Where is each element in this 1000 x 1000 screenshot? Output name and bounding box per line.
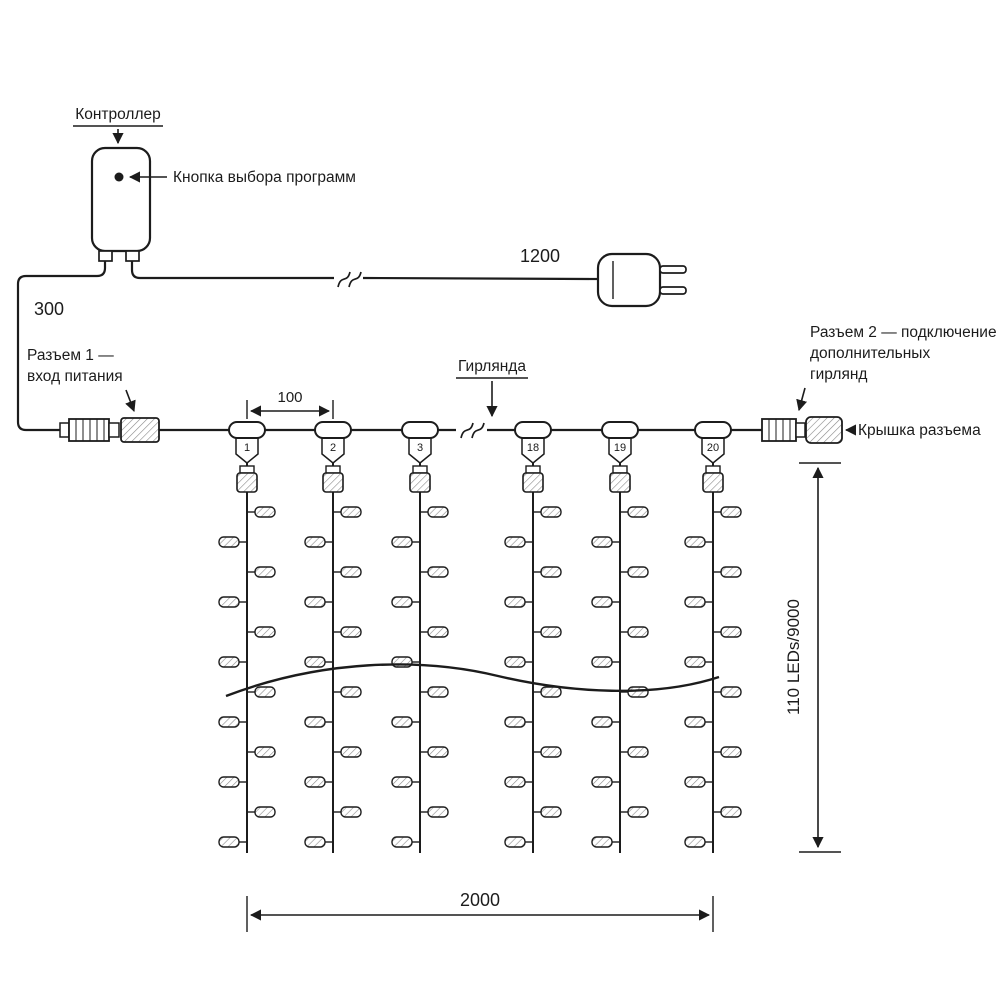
height-dimension: 110 LEDs/9000 [784,462,841,853]
led-string-3 [391,421,449,854]
garland-label-group: Гирлянда [456,358,528,418]
cord-length-label: 1200 [520,246,560,266]
connector-number-20: 20 [707,442,719,454]
connector1-arrow [125,389,136,413]
connector-number-19: 19 [614,442,626,454]
controller-group: Контроллер Кнопка выбора программ [73,106,356,262]
program-button-label: Кнопка выбора программ [173,169,356,186]
height-dim-label: 110 LEDs/9000 [784,599,803,715]
power-cord-group: 1200 [130,246,687,308]
connector1-label-line2: вход питания [27,368,123,385]
spacing-dim-label: 100 [277,389,302,406]
connector2-label-line2: дополнительных [810,345,930,362]
width-dim-label: 2000 [460,890,500,910]
input-cable-wire [16,261,107,432]
led-strings-group: 1 2 3 18 19 20 [218,421,742,854]
connector-number-2: 2 [330,442,336,454]
connector2-icon [761,416,843,444]
connector1-label-line1: Разъем 1 — [27,347,114,364]
power-cord-wire-2 [362,276,590,281]
controller-box [90,146,152,253]
connector2-group: Разъем 2 — подключение дополнительных ги… [761,324,997,444]
width-dimension: 2000 [246,890,714,932]
connector-cap-icon [805,416,843,444]
led-string-18 [504,421,562,854]
garland-label: Гирлянда [458,358,526,375]
connector-number-3: 3 [417,442,423,454]
led-string-2 [304,421,362,854]
cap-label: Крышка разъема [858,422,981,439]
connector1-icon [59,417,160,443]
connector2-label-line3: гирлянд [810,366,867,383]
plug-icon [589,252,687,308]
wire-break-icon [460,422,474,439]
connector-number-18: 18 [527,442,539,454]
program-button-icon [114,172,124,182]
led-string-19 [591,421,649,854]
controller-label: Контроллер [75,106,161,123]
sag-wire [225,663,720,698]
controller-terminal-left [98,250,113,262]
controller-terminal-right [125,250,140,262]
input-cable-group: 300 Разъем 1 — вход питания [16,261,160,443]
cord-break-icon [337,271,351,288]
power-cord-wire-1 [130,261,334,280]
spacing-dimension: 100 [246,389,334,419]
connector2-arrow [796,387,808,412]
led-string-1 [218,421,276,854]
connector2-label-line1: Разъем 2 — подключение [810,324,997,341]
input-length-label: 300 [34,299,64,319]
connector-number-1: 1 [244,442,250,454]
led-string-20 [684,421,742,854]
